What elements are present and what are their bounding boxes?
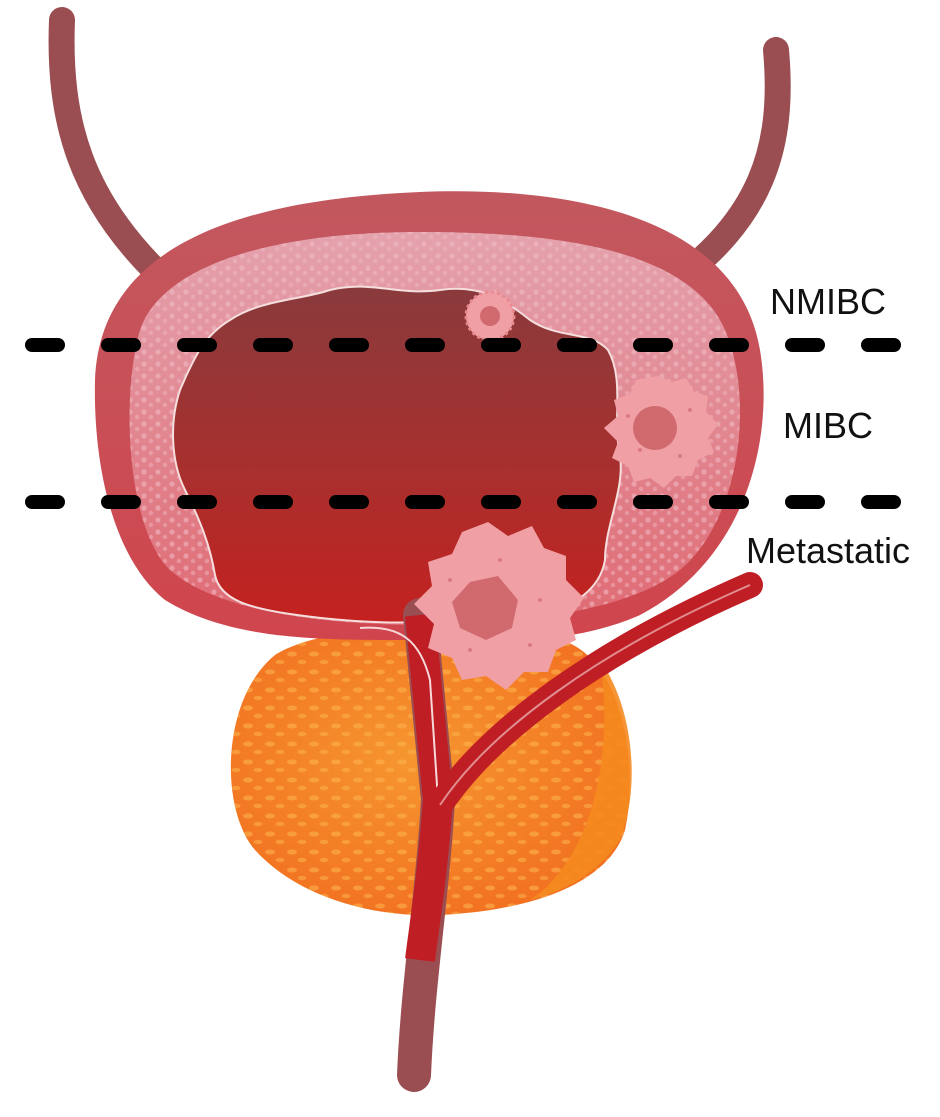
mibc-label: MIBC — [783, 405, 873, 446]
tumor-nmibc — [464, 290, 516, 342]
nmibc-label: NMIBC — [770, 281, 886, 322]
left-ureter — [48, 7, 178, 293]
tumor-mibc — [604, 376, 718, 488]
metastatic-label: Metastatic — [746, 530, 910, 571]
tumor-metastatic — [414, 522, 584, 690]
